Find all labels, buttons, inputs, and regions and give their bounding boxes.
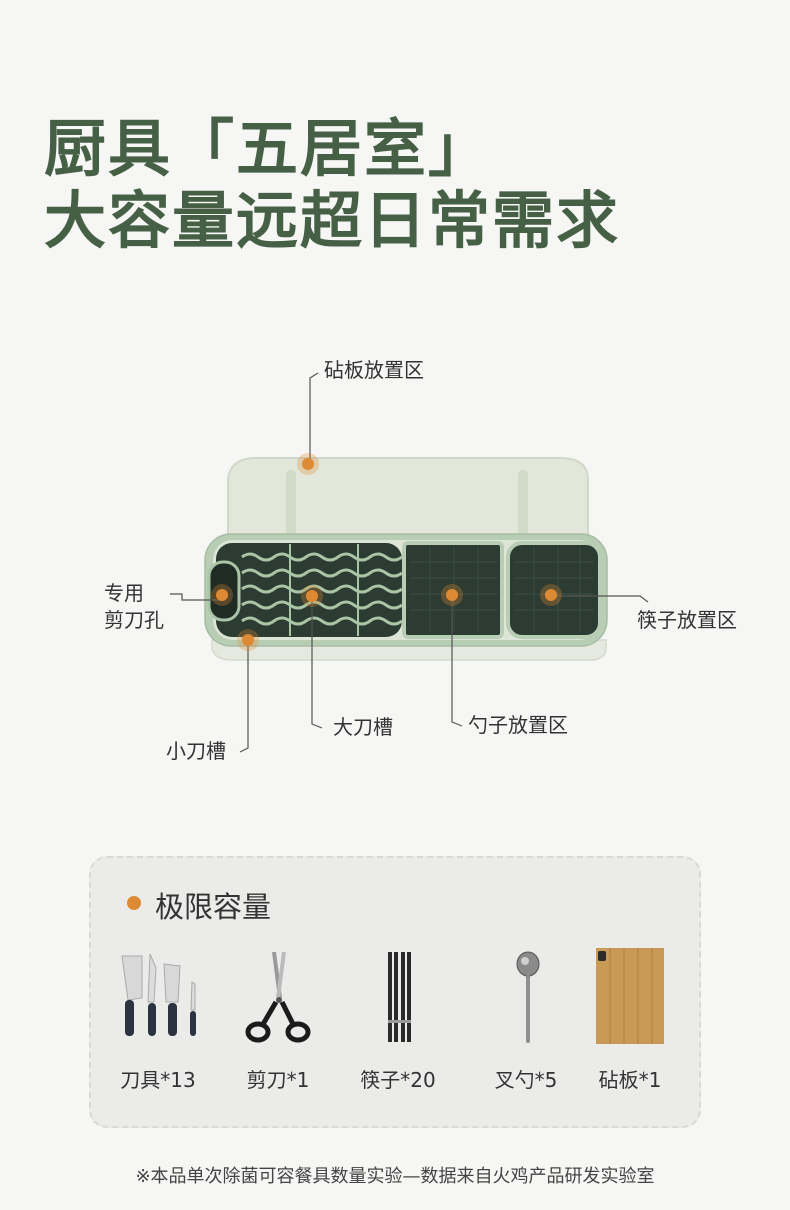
capacity-item-spoon: 叉勺*5	[471, 948, 581, 1093]
chopsticks-icon	[388, 952, 411, 1042]
callout-scissor-hole: 专用 剪刀孔	[104, 580, 164, 634]
callout-cutting-board-zone: 砧板放置区	[324, 358, 424, 382]
scissors-icon	[245, 951, 311, 1043]
callout-small-knife-slot: 小刀槽	[166, 739, 226, 763]
spoon-icon	[516, 951, 540, 1043]
callout-scissor-hole-line-1: 专用	[104, 581, 144, 605]
capacity-title: 极限容量	[155, 890, 272, 924]
footnote: ※本品单次除菌可容餐具数量实验—数据来自火鸡产品研发实验室	[135, 1166, 655, 1187]
knife-set-icon	[121, 953, 196, 1036]
product-illustration: 砧板放置区 专用 剪刀孔 筷子放置区 大刀槽 勺子放置区 小刀槽	[0, 340, 790, 780]
cutting-board-icon	[596, 948, 664, 1044]
capacity-item-label: 刀具*13	[120, 1068, 196, 1092]
callout-spoon-zone: 勺子放置区	[468, 713, 568, 737]
capacity-card: 极限容量 刀具*13 剪刀*1	[89, 856, 701, 1128]
capacity-item-cutting-board: 砧板*1	[575, 948, 685, 1093]
capacity-item-knives: 刀具*13	[103, 948, 213, 1093]
capacity-item-label: 筷子*20	[360, 1068, 436, 1092]
callout-scissor-hole-line-2: 剪刀孔	[104, 608, 164, 632]
knife-rack-drawing	[170, 372, 649, 753]
title-dot	[127, 896, 141, 910]
capacity-item-chopsticks: 筷子*20	[343, 948, 453, 1093]
callout-chopsticks-zone: 筷子放置区	[637, 608, 737, 632]
callout-big-knife-slot: 大刀槽	[333, 715, 393, 739]
marker-dots	[211, 453, 562, 651]
headline-line-1: 厨具「五居室」	[44, 112, 493, 185]
headline-line-2: 大容量远超日常需求	[44, 184, 621, 257]
capacity-item-label: 剪刀*1	[246, 1068, 310, 1092]
capacity-item-label: 砧板*1	[598, 1068, 662, 1092]
capacity-item-label: 叉勺*5	[494, 1068, 558, 1092]
capacity-item-scissors: 剪刀*1	[223, 948, 333, 1093]
